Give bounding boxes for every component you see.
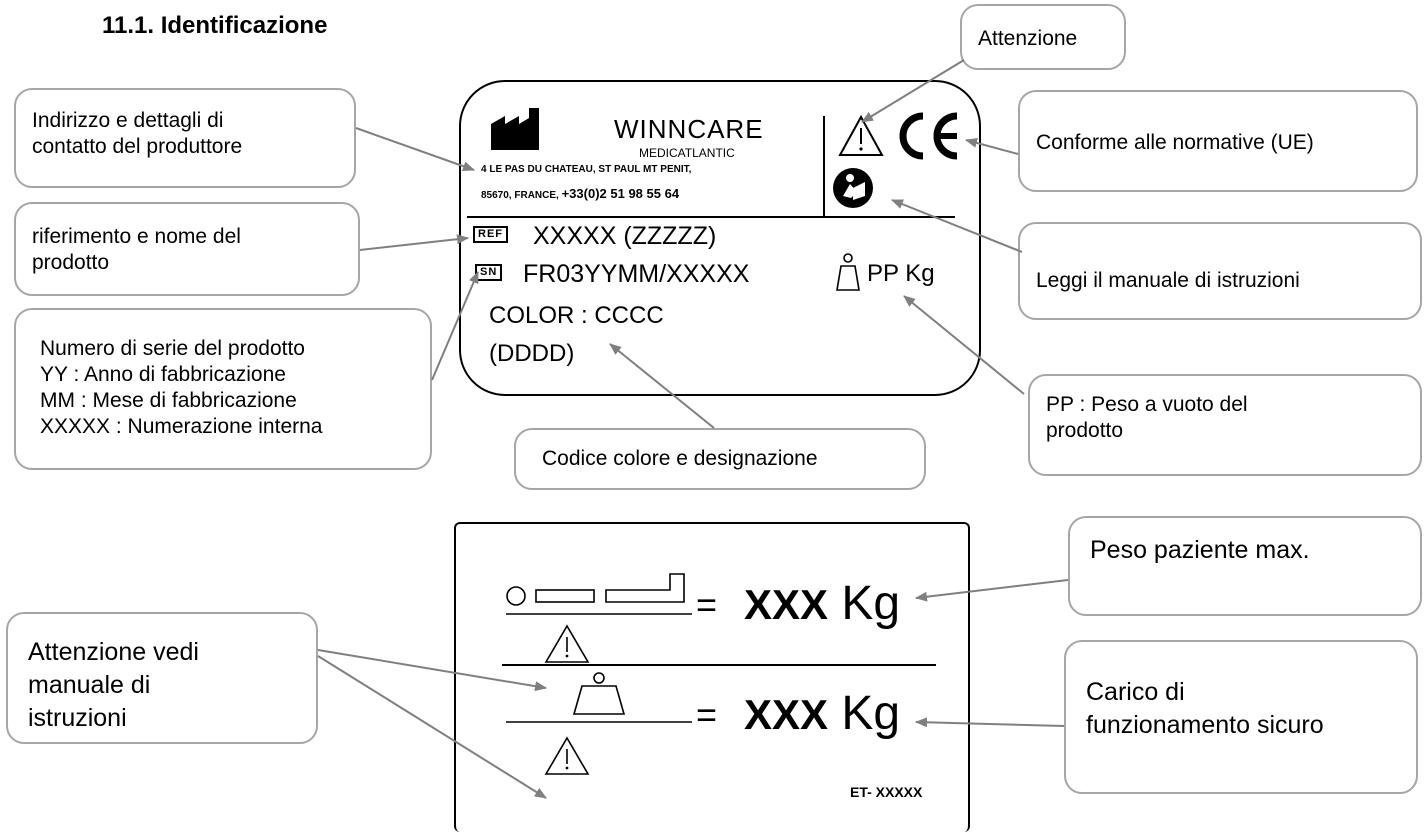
- color-code: COLOR : CCCC: [489, 302, 664, 329]
- manufacturer-address-line1: 4 LE PAS DU CHATEAU, ST PAUL MT PENIT,: [481, 164, 692, 175]
- empty-weight-value: PP Kg: [867, 260, 935, 287]
- serial-number-symbol: SN: [475, 264, 503, 281]
- warning-icon: [544, 736, 590, 775]
- callout-line: Indirizzo e dettagli di: [32, 109, 224, 132]
- label-code: ET- XXXXX: [850, 784, 923, 800]
- arrow-reference: [359, 234, 469, 251]
- callout-line: istruzioni: [28, 704, 127, 732]
- patient-weight-unit: Kg: [841, 577, 901, 630]
- weight-icon: [836, 253, 860, 291]
- manufacturer-phone: +33(0)2 51 98 55 64: [561, 186, 680, 201]
- callout-line: prodotto: [32, 251, 110, 274]
- callout-line: manuale di: [28, 671, 151, 699]
- callout-manual: Leggi il manuale di istruzioni: [1018, 222, 1422, 320]
- callout-line: Carico di: [1086, 678, 1185, 706]
- callout-line: funzionamento sicuro: [1086, 711, 1324, 739]
- callout-line: YY : Anno di fabbricazione: [40, 363, 286, 386]
- equals-sign-2: =: [696, 694, 718, 735]
- manufacturer-icon: [491, 108, 539, 150]
- equals-sign-1: =: [696, 584, 718, 625]
- callout-warning: Attenzione: [960, 4, 1126, 70]
- label-divider-vertical: [823, 116, 825, 218]
- callout-conformity: Conforme alle normative (UE): [1018, 90, 1418, 192]
- brand-division: MEDICATLANTIC: [639, 146, 735, 160]
- patient-weight-number: XXX: [744, 581, 829, 628]
- callout-empty-weight: PP : Peso a vuoto del prodotto: [1028, 374, 1422, 476]
- callout-color: Codice colore e designazione: [514, 428, 926, 490]
- callout-line: prodotto: [1046, 419, 1124, 442]
- color-designation: (DDDD): [489, 340, 575, 367]
- callout-serial: Numero di serie del prodotto YY : Anno d…: [14, 308, 432, 470]
- callout-line: Leggi il manuale di istruzioni: [1036, 269, 1300, 292]
- callout-line: XXXXX : Numerazione interna: [40, 415, 323, 438]
- callout-manufacturer: Indirizzo e dettagli di contatto del pro…: [14, 88, 356, 188]
- bed-icon: [506, 573, 692, 615]
- callout-line: Peso paziente max.: [1090, 536, 1310, 564]
- callout-line: contatto del produttore: [32, 135, 243, 158]
- safe-load-unit: Kg: [841, 687, 901, 740]
- callout-line: Conforme alle normative (UE): [1036, 131, 1314, 154]
- ref-symbol: REF: [473, 226, 508, 243]
- safe-load-value: XXX Kg: [744, 686, 900, 741]
- callout-patient-weight: Peso paziente max.: [1068, 516, 1422, 616]
- manufacturer-address-line2: 85670, FRANCE, +33(0)2 51 98 55 64: [481, 186, 679, 201]
- callout-line: riferimento e nome del: [32, 225, 241, 248]
- safe-load-number: XXX: [744, 691, 829, 738]
- section-heading: 11.1. Identificazione: [102, 12, 328, 39]
- product-reference: XXXXX (ZZZZZ): [533, 222, 717, 250]
- serial-number: FR03YYMM/XXXXX: [523, 260, 750, 288]
- callout-line: Attenzione: [978, 27, 1078, 50]
- callout-line: Attenzione vedi: [28, 638, 199, 666]
- load-weight-icon: [506, 672, 692, 723]
- load-label: = XXX Kg = XXX Kg ET- XXXXX: [454, 522, 970, 832]
- identification-label: WINNCARE MEDICATLANTIC 4 LE PAS DU CHATE…: [459, 80, 981, 396]
- warning-icon: [544, 624, 590, 663]
- label-divider-horizontal: [467, 216, 955, 218]
- callout-reference: riferimento e nome del prodotto: [14, 202, 360, 296]
- arrow-manufacturer: [355, 127, 475, 172]
- brand-name: WINNCARE: [614, 114, 764, 144]
- address-city: 85670, FRANCE,: [481, 190, 562, 201]
- callout-line: Numero di serie del prodotto: [40, 337, 305, 360]
- patient-weight-value: XXX Kg: [744, 576, 900, 631]
- warning-icon: [838, 114, 884, 156]
- callout-line: PP : Peso a vuoto del: [1046, 393, 1248, 416]
- callout-line: MM : Mese di fabbricazione: [40, 389, 297, 412]
- read-manual-icon: [833, 168, 873, 208]
- callout-see-manual: Attenzione vedi manuale di istruzioni: [6, 612, 318, 744]
- callout-safe-load: Carico di funzionamento sicuro: [1064, 640, 1418, 794]
- label-separator: [502, 664, 936, 666]
- ce-mark-icon: [899, 112, 958, 160]
- callout-line: Codice colore e designazione: [542, 447, 818, 470]
